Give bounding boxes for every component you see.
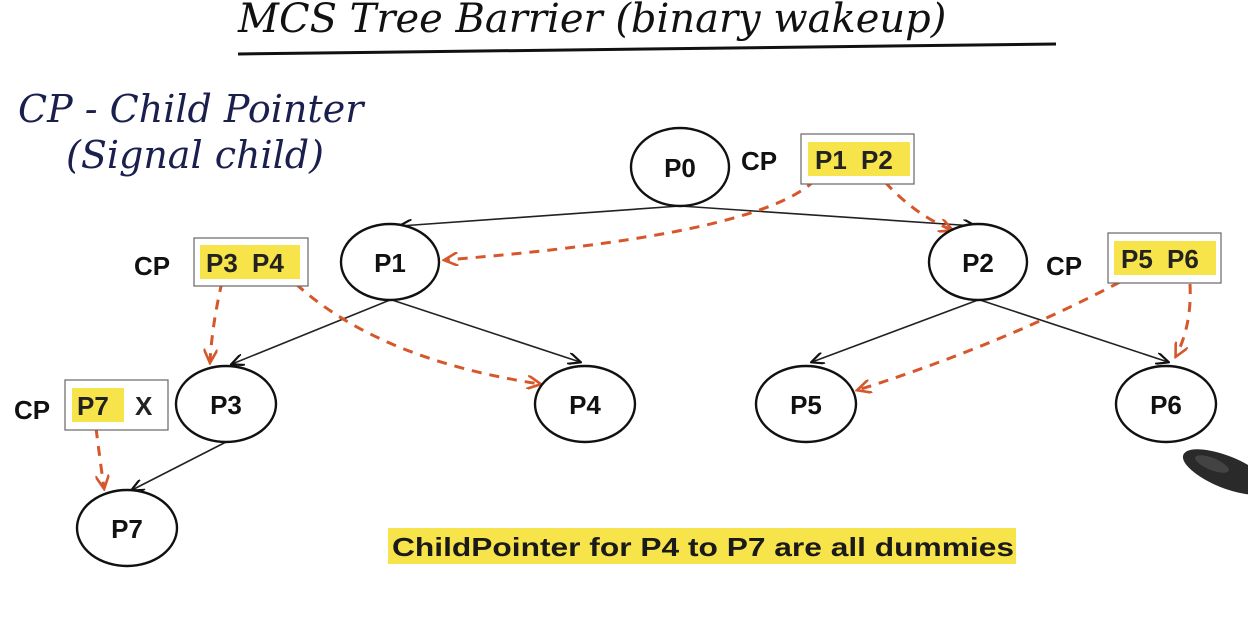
cp-label-p3: CP bbox=[14, 395, 50, 425]
edge-p1-p4 bbox=[391, 299, 580, 362]
cp-highlight-p0 bbox=[808, 142, 910, 176]
cp-entry-p0-1: P1 bbox=[815, 145, 847, 175]
cp-highlight-p1 bbox=[200, 245, 300, 279]
node-p4: P4 bbox=[533, 364, 637, 444]
child-pointer-p3: CP P7 X bbox=[14, 379, 169, 431]
dummies-note: ChildPointer for P4 to P7 are all dummie… bbox=[388, 528, 1016, 564]
tree-nodes: P0 P1 P2 P3 P4 P5 P6 P7 bbox=[75, 126, 1218, 568]
pen-cursor-icon bbox=[1182, 449, 1248, 495]
node-p4-label: P4 bbox=[569, 390, 601, 420]
edge-p2-p5 bbox=[812, 299, 979, 362]
cp-entry-p2-1: P5 bbox=[1121, 244, 1153, 274]
signal-arrows bbox=[94, 178, 1192, 488]
cp-label-p0: CP bbox=[741, 146, 777, 176]
node-p0: P0 bbox=[629, 126, 731, 208]
note-highlight bbox=[388, 528, 1016, 564]
cp-label-p2: CP bbox=[1046, 251, 1082, 281]
diagram-title: MCS Tree Barrier (binary wakeup) bbox=[237, 0, 946, 42]
node-p1-label: P1 bbox=[374, 248, 406, 278]
node-p3: P3 bbox=[174, 364, 278, 444]
edge-p2-p6 bbox=[979, 299, 1168, 362]
node-p2-label: P2 bbox=[962, 248, 994, 278]
cp-highlight-p2 bbox=[1114, 241, 1216, 275]
tree-edges bbox=[132, 205, 1168, 490]
node-p6: P6 bbox=[1114, 364, 1218, 444]
signal-p0-to-p1 bbox=[445, 178, 817, 260]
note-text: ChildPointer for P4 to P7 are all dummie… bbox=[392, 532, 1014, 562]
cp-entry-p3-2: X bbox=[135, 391, 153, 421]
node-p2: P2 bbox=[927, 222, 1029, 302]
cp-entry-p0-2: P2 bbox=[861, 145, 893, 175]
cp-entry-p2-2: P6 bbox=[1167, 244, 1199, 274]
node-p3-label: P3 bbox=[210, 390, 242, 420]
edge-p1-p3 bbox=[232, 299, 391, 364]
node-p6-label: P6 bbox=[1150, 390, 1182, 420]
node-p1: P1 bbox=[339, 222, 441, 302]
child-pointer-p1: CP P3 P4 bbox=[134, 237, 309, 287]
legend-line-2: (Signal child) bbox=[66, 133, 324, 177]
cp-entry-p3-1: P7 bbox=[77, 391, 109, 421]
node-p5: P5 bbox=[754, 364, 858, 444]
cp-label-p1: CP bbox=[134, 251, 170, 281]
signal-p1-to-p4 bbox=[294, 282, 540, 384]
node-p7: P7 bbox=[75, 488, 179, 568]
edge-p3-p7 bbox=[132, 441, 227, 490]
signal-p2-to-p6 bbox=[1176, 283, 1192, 356]
cp-highlight-p3 bbox=[72, 388, 124, 422]
signal-p1-to-p3 bbox=[210, 281, 224, 362]
signal-p0-to-p2 bbox=[883, 180, 952, 230]
node-p0-label: P0 bbox=[664, 153, 696, 183]
cp-entry-p1-1: P3 bbox=[206, 248, 238, 278]
legend-line-1: CP - Child Pointer bbox=[18, 87, 366, 131]
cp-entry-p1-2: P4 bbox=[252, 248, 284, 278]
node-p7-label: P7 bbox=[111, 514, 143, 544]
child-pointer-p0: CP P1 P2 bbox=[741, 133, 915, 185]
node-p5-label: P5 bbox=[790, 390, 822, 420]
edge-p0-p2 bbox=[679, 205, 975, 226]
title-underline bbox=[237, 42, 1057, 56]
edge-p0-p1 bbox=[400, 205, 681, 226]
signal-p3-to-p7 bbox=[94, 427, 104, 488]
child-pointer-p2: CP P5 P6 bbox=[1046, 232, 1222, 284]
